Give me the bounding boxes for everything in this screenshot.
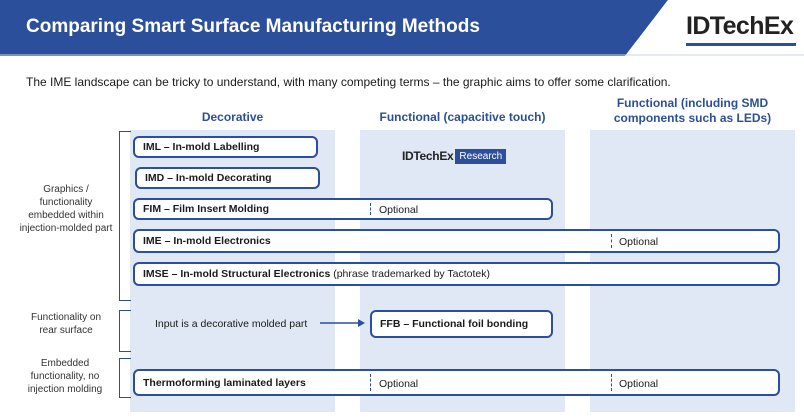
rear-input-text: Input is a decorative molded part <box>155 318 308 330</box>
header-band <box>0 0 804 56</box>
method-label-imd: IMD – In-mold Decorating <box>145 172 272 184</box>
research-logo-badge: Research <box>455 148 507 164</box>
logo-underline <box>686 43 796 46</box>
method-label-ffb: FFB – Functional foil bonding <box>380 318 529 330</box>
page-title: Comparing Smart Surface Manufacturing Me… <box>26 16 480 37</box>
method-box-ffb: FFB – Functional foil bonding <box>370 310 553 338</box>
row-bracket-no-injection <box>119 358 131 398</box>
optional-divider <box>370 203 371 215</box>
optional-divider <box>611 374 612 391</box>
row-label-embedded-injection: Graphics / functionality embedded within… <box>19 184 113 234</box>
column-header-smd: Functional (including SMD components suc… <box>613 96 772 125</box>
optional-label-capacitive: Optional <box>379 204 419 216</box>
row-bracket-rear-surface <box>119 310 131 352</box>
header-band-shape <box>0 0 804 56</box>
method-label-imse-wrap: IMSE – In-mold Structural Electronics (p… <box>143 268 490 280</box>
method-box-iml: IML – In-mold Labelling <box>133 136 318 158</box>
method-label-fim: FIM – Film Insert Molding <box>143 203 269 215</box>
method-label-iml: IML – In-mold Labelling <box>143 141 260 153</box>
arrow-right-icon <box>320 319 365 327</box>
method-box-imse: IMSE – In-mold Structural Electronics (p… <box>133 262 780 286</box>
method-label-ime: IME – In-mold Electronics <box>143 235 271 247</box>
method-box-thermoforming: Thermoforming laminated layers Optional … <box>133 369 780 396</box>
optional-label-capacitive: Optional <box>379 378 419 390</box>
method-label-imse: IMSE – In-mold Structural Electronics <box>143 268 331 280</box>
column-header-capacitive: Functional (capacitive touch) <box>379 110 546 124</box>
optional-divider <box>611 234 612 248</box>
method-box-imd: IMD – In-mold Decorating <box>135 167 320 189</box>
optional-label-smd: Optional <box>619 236 659 248</box>
idtechex-research-logo: IDTechEx Research <box>402 148 507 164</box>
method-note-imse: (phrase trademarked by Tactotek) <box>330 268 491 280</box>
optional-label-smd: Optional <box>619 378 659 390</box>
row-label-rear-surface: Functionality on rear surface <box>30 312 102 336</box>
subtitle: The IME landscape can be tricky to under… <box>26 75 671 89</box>
idtechex-logo: IDTechEx <box>686 12 794 40</box>
column-header-decorative: Decorative <box>201 110 264 124</box>
method-box-ime: IME – In-mold Electronics Optional <box>133 229 780 253</box>
method-box-fim: FIM – Film Insert Molding Optional <box>133 198 553 220</box>
row-label-no-injection: Embedded functionality, no injection mol… <box>27 358 103 395</box>
optional-divider <box>370 374 371 391</box>
method-label-thermoforming: Thermoforming laminated layers <box>143 377 306 389</box>
research-logo-brand: IDTechEx <box>402 149 454 163</box>
row-bracket-embedded-injection <box>119 131 131 301</box>
